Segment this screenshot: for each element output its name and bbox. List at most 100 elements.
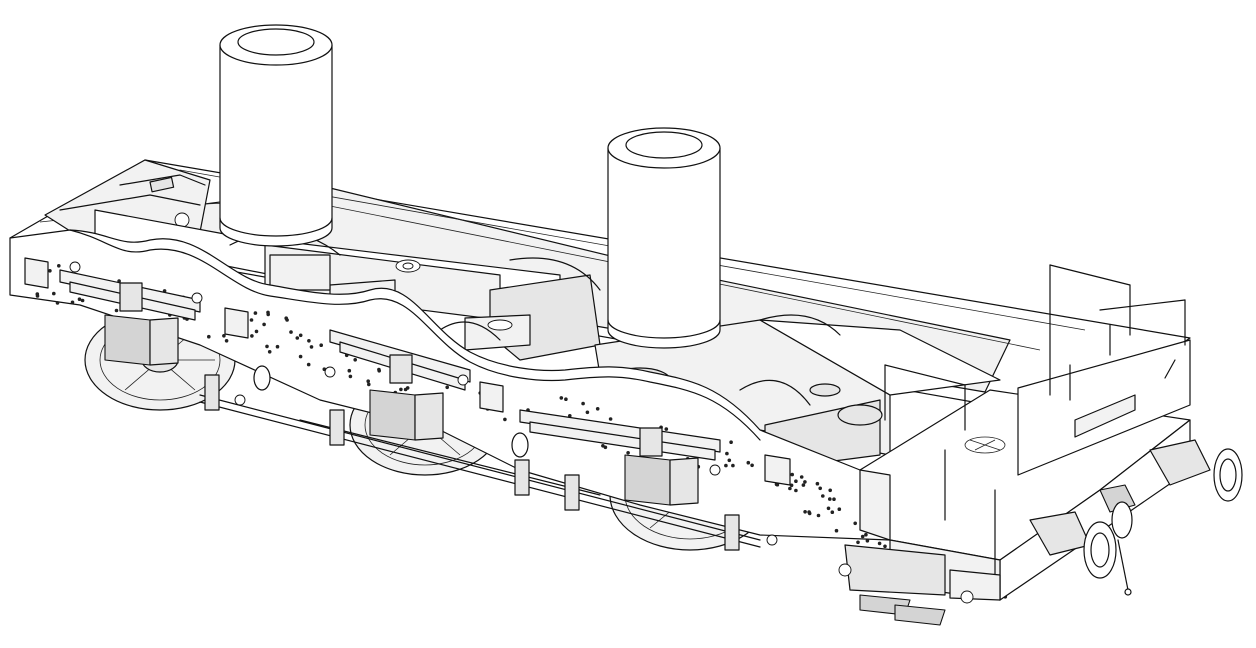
rivet [803, 510, 807, 514]
rivet [832, 497, 836, 502]
rivet [821, 494, 825, 498]
rivet [568, 414, 572, 418]
rivet [603, 445, 608, 450]
rivet [348, 374, 353, 379]
buffer-left [1029, 511, 1117, 579]
rivet [803, 480, 807, 484]
buffer-right [1149, 439, 1243, 502]
rivet [353, 358, 358, 362]
rivet [275, 344, 280, 349]
rivet [377, 369, 382, 373]
rivet [265, 344, 269, 349]
handrails [884, 264, 1186, 576]
leaf-springs [59, 269, 721, 461]
rivet [366, 379, 371, 384]
rivet [55, 301, 60, 305]
rivet [295, 336, 300, 340]
rivet [77, 297, 82, 302]
rivet [595, 407, 600, 411]
axle-boxes [104, 314, 699, 506]
rivet [826, 506, 831, 511]
rivet [828, 488, 832, 493]
rivet [801, 483, 806, 487]
coupling-hook [1099, 484, 1136, 596]
rivet [729, 440, 733, 445]
rivet [830, 510, 835, 514]
rivet [298, 333, 303, 338]
rivet [52, 291, 56, 296]
rivet [307, 339, 311, 343]
rivet [224, 339, 229, 343]
rivet [367, 382, 371, 387]
rivet [114, 308, 119, 313]
rivet [727, 458, 732, 463]
rivet [818, 486, 822, 491]
rivet [80, 298, 85, 303]
rivet [746, 460, 751, 465]
rivet [48, 269, 52, 273]
rivet [309, 345, 314, 349]
rivet [289, 330, 293, 334]
cylinder-front [607, 127, 721, 349]
rivet [564, 397, 568, 402]
rivet [626, 451, 630, 455]
rivet [585, 410, 590, 415]
rivet [877, 541, 882, 546]
rivet [559, 396, 564, 400]
rivet [405, 386, 410, 390]
rivet [788, 486, 792, 491]
rivet [222, 334, 226, 338]
rivet [445, 385, 450, 390]
rivet [815, 481, 820, 486]
rivet [816, 513, 821, 518]
rivet [794, 479, 798, 484]
rivet [828, 497, 832, 501]
rivet [35, 294, 40, 298]
rivet [253, 311, 258, 315]
rivet [799, 475, 804, 479]
rivet [608, 417, 613, 421]
rivet [254, 329, 259, 334]
rivet [853, 521, 857, 526]
rivet [70, 300, 75, 305]
front-steps [838, 544, 1001, 626]
rivet [266, 312, 271, 317]
rivet [860, 534, 865, 539]
rivet [789, 483, 794, 488]
rivet [249, 318, 254, 322]
rivet [503, 417, 507, 422]
frame-windows [24, 257, 791, 486]
rivet [883, 544, 887, 549]
rivet [834, 528, 839, 533]
rivet [731, 463, 735, 468]
brake-rigging [69, 261, 778, 551]
rivet [207, 334, 211, 339]
rivet [319, 343, 324, 348]
rivet [581, 401, 585, 406]
rivet [790, 472, 794, 477]
rivet [284, 316, 289, 321]
rivet [750, 463, 754, 468]
rivet [250, 334, 254, 338]
rivet [807, 510, 811, 514]
rivet [725, 451, 729, 456]
rivet [399, 387, 403, 392]
rivet [837, 507, 842, 512]
rivet [306, 362, 311, 367]
rivet [724, 463, 728, 468]
rivet [267, 350, 272, 354]
rivet [865, 539, 870, 543]
rivet [57, 264, 61, 268]
cylinder-rear [219, 24, 333, 247]
front-stretcher [594, 319, 1001, 471]
rivet [347, 368, 352, 373]
front-screen [1017, 339, 1191, 476]
rivet [864, 532, 868, 537]
center-stretcher [94, 209, 601, 361]
rivet [298, 354, 303, 359]
rivet [794, 488, 798, 493]
rivet [856, 540, 860, 545]
rivet [262, 322, 266, 327]
rivet [664, 427, 669, 431]
